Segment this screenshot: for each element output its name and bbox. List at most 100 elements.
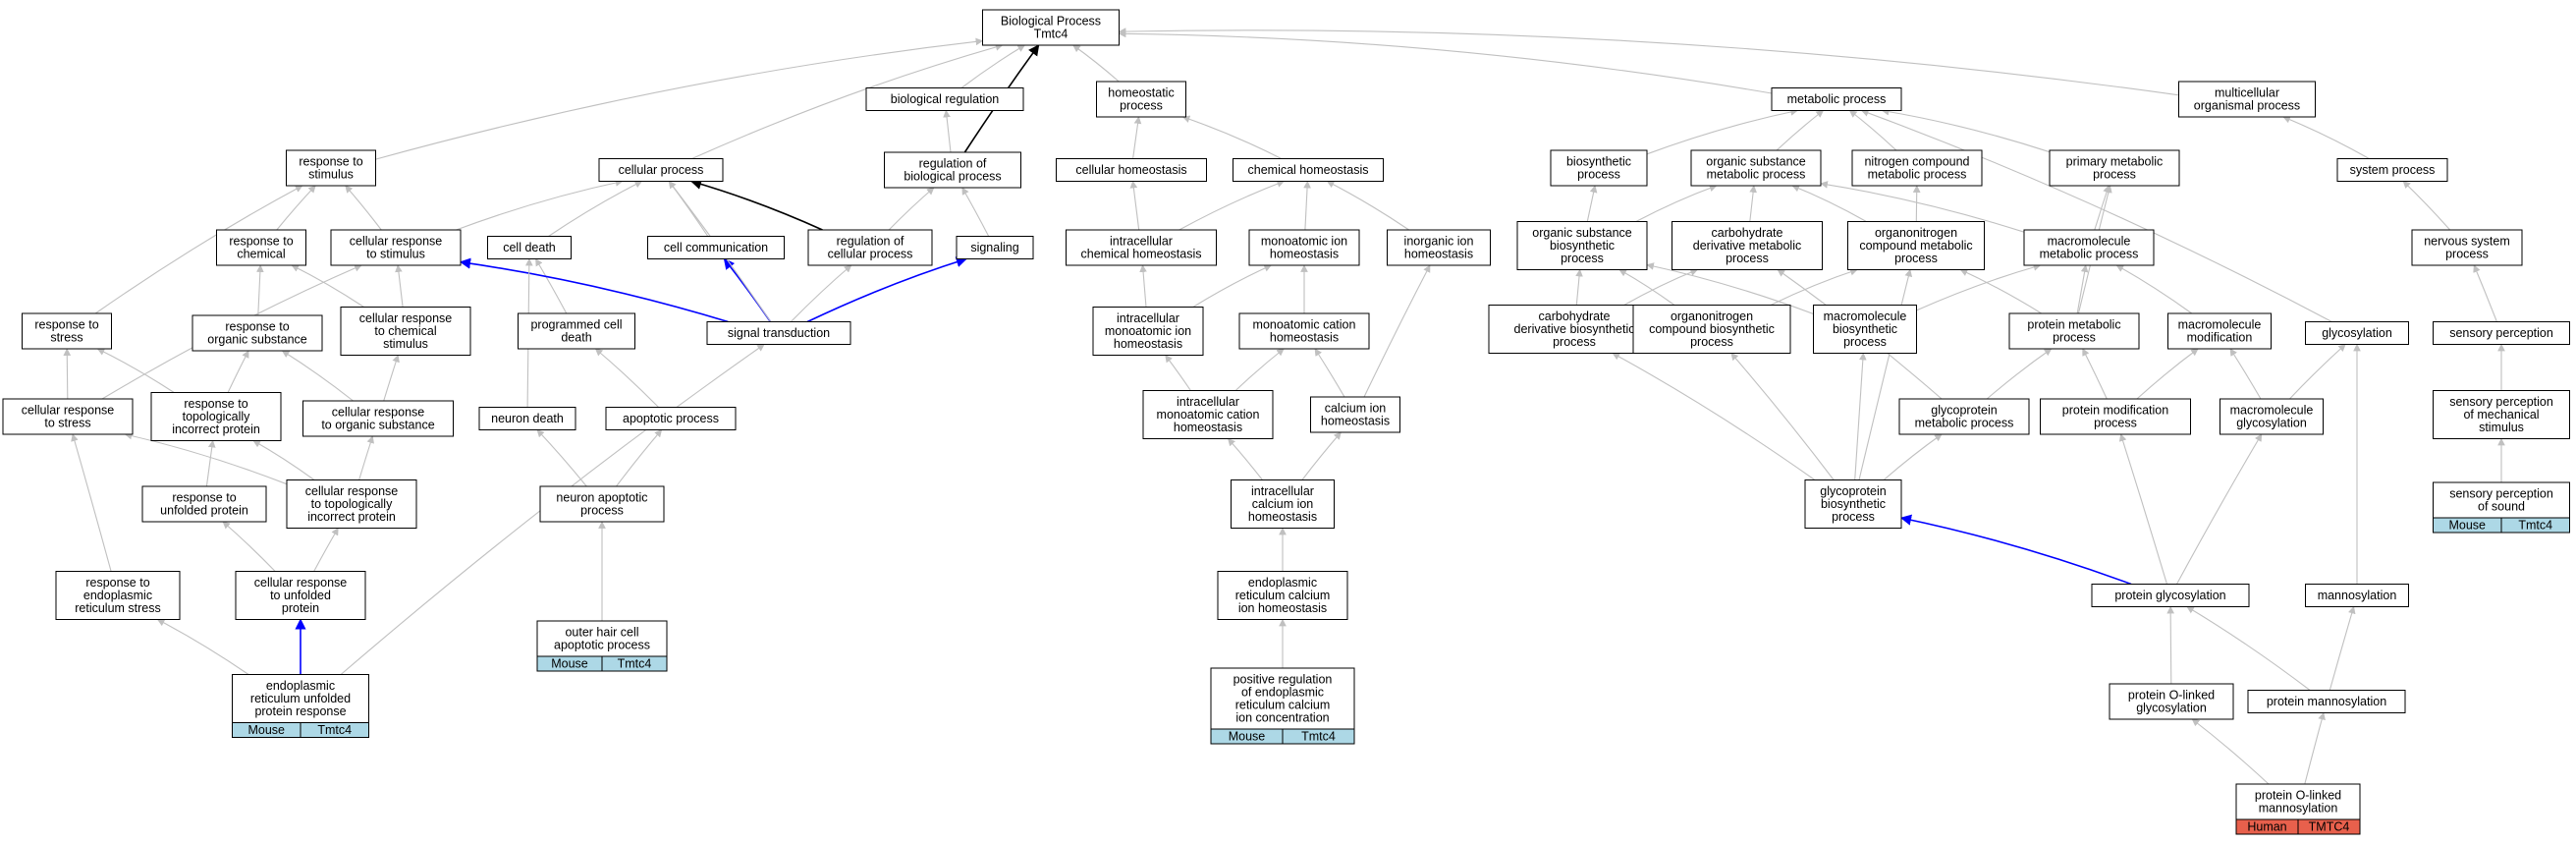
node-label: endoplasmic — [1248, 576, 1317, 590]
node-label: cellular response — [332, 406, 425, 420]
node-box — [141, 485, 267, 523]
node-box — [478, 407, 576, 430]
node-label: homeostasis — [1270, 331, 1339, 345]
go-term-node-mannosylation[interactable]: mannosylation — [2305, 584, 2409, 607]
node-box — [2109, 683, 2234, 720]
node-box — [2305, 321, 2409, 345]
go-term-node-chemhomeo[interactable]: chemical homeostasis — [1233, 158, 1384, 182]
node-label: programmed cell — [530, 318, 622, 332]
node-label: macromolecule — [2178, 318, 2262, 332]
go-term-node-cellcomm[interactable]: cell communication — [647, 236, 785, 259]
node-box — [1672, 221, 1823, 270]
edge-sigtrans-to-crstim — [459, 257, 729, 323]
node-box — [1813, 305, 1917, 354]
node-label: of sound — [2478, 500, 2525, 514]
node-label: process — [1832, 510, 1875, 524]
go-term-node-sysproc[interactable]: system process — [2336, 158, 2448, 182]
go-term-node-breg[interactable]: biological regulation — [865, 87, 1024, 111]
go-term-node-apoptotic[interactable]: apoptotic process — [605, 407, 737, 430]
node-label: process — [1843, 335, 1887, 349]
node-box — [2411, 229, 2523, 266]
go-term-node-neurondeath[interactable]: neuron death — [478, 407, 576, 430]
node-label: stress — [50, 331, 82, 345]
node-box — [1771, 87, 1902, 111]
node-label: outer hair cell — [565, 626, 638, 640]
edge-crstim-to-rstim — [345, 185, 382, 231]
edge-glycobio-to-organonitrobio — [1730, 352, 1835, 480]
go-term-node-metab[interactable]: metabolic process — [1771, 87, 1902, 111]
go-term-node-sigtrans[interactable]: signal transduction — [706, 321, 851, 345]
node-label: signal transduction — [728, 326, 830, 340]
go-term-node-signaling[interactable]: signaling — [956, 236, 1034, 259]
node-label: positive regulation — [1233, 673, 1333, 687]
go-term-node-celldeath[interactable]: cell death — [487, 236, 572, 259]
go-term-node-glycosylation[interactable]: glycosylation — [2305, 321, 2409, 345]
go-term-node-cellproc[interactable]: cellular process — [598, 158, 724, 182]
go-term-node-protmann[interactable]: protein mannosylation — [2247, 690, 2406, 713]
node-label: endoplasmic — [266, 679, 335, 693]
node-box — [235, 571, 366, 620]
node-label: reticulum calcium — [1235, 699, 1331, 712]
go-term-node-protglyco[interactable]: protein glycosylation — [2091, 584, 2250, 607]
go-term-node-sensory[interactable]: sensory perception — [2433, 321, 2570, 345]
edge-macromet-to-primary — [2094, 185, 2110, 231]
edge-nervous-to-sysproc — [2402, 180, 2451, 231]
go-term-node-cellhomeo[interactable]: cellular homeostasis — [1056, 158, 1207, 182]
node-box — [1233, 158, 1384, 182]
